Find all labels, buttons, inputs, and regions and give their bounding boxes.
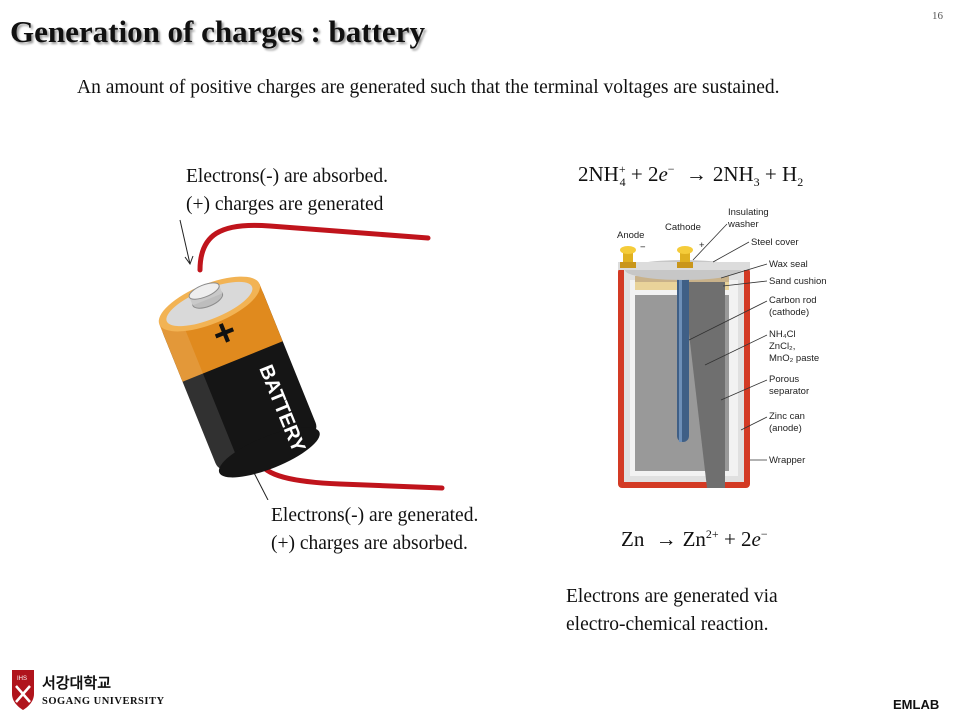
conclusion-line-1: Electrons are generated via [566, 586, 778, 607]
bottom-wire [257, 459, 445, 491]
label-anode-sign: − [640, 242, 646, 253]
anode-reaction-equation: Zn →Zn2+ + 2e− [621, 527, 768, 552]
carbon-rod [677, 272, 689, 442]
top-note-line-2: (+) charges are generated [186, 194, 384, 215]
sogang-university-logo: IHS 서강대학교 SOGANG UNIVERSITY [12, 670, 165, 710]
eq-sup: + [618, 162, 626, 176]
eq-sub: 4 [619, 175, 626, 190]
eq-term: 2NH [578, 162, 619, 186]
page-title: Generation of charges : battery [10, 14, 425, 49]
top-wire [197, 222, 431, 273]
eq-term: + H [764, 162, 798, 186]
bottom-note-line-2: (+) charges are absorbed. [271, 533, 468, 554]
eq-electron: e [751, 527, 761, 551]
label-porous: Porous [769, 374, 799, 385]
label-sand-cushion: Sand cushion [769, 276, 827, 287]
crest-text: IHS [17, 676, 27, 682]
label-insulating: Insulating [728, 207, 769, 218]
eq-term: 2NH [712, 162, 754, 186]
conclusion-line-2: electro-chemical reaction. [566, 614, 769, 635]
label-paste-2: ZnCl₂, [769, 341, 795, 352]
eq-sub: 3 [753, 175, 760, 190]
label-anode: Anode [617, 230, 644, 241]
top-note-line-1: Electrons(-) are absorbed. [186, 166, 388, 187]
lab-name: EMLAB [893, 697, 940, 712]
eq-term: + 2 [723, 527, 752, 551]
label-cathode-sign: + [699, 240, 705, 251]
dry-cell-diagram: Anode − Cathode + Insulating washer Stee… [617, 207, 827, 488]
label-zinc-can: Zinc can [769, 411, 805, 422]
university-name-english: SOGANG UNIVERSITY [42, 696, 165, 707]
eq-arrow: → [685, 162, 707, 186]
battery-illustration: + BATTERY [158, 219, 445, 500]
eq-sub: 2 [797, 175, 804, 190]
eq-term: Zn [682, 527, 706, 551]
eq-electron: e [658, 162, 668, 186]
top-pointer-arrow [179, 219, 191, 265]
label-carbon-rod: Carbon rod [769, 295, 817, 306]
eq-sup: − [667, 162, 675, 176]
label-steel-cover: Steel cover [751, 237, 799, 248]
conclusion-note: Electrons are generated via electro-chem… [566, 583, 778, 639]
bottom-note-line-1: Electrons(-) are generated. [271, 505, 479, 526]
eq-sup: − [760, 527, 768, 541]
label-zinc-anode: (anode) [769, 423, 802, 434]
cathode-reaction-equation: 2NH+4 + 2e− →2NH3 + H2 [578, 162, 803, 190]
label-cathode: Cathode [665, 222, 701, 233]
eq-sup: 2+ [705, 527, 719, 541]
university-name-korean: 서강대학교 [42, 674, 111, 692]
label-paste-1: NH₄Cl [769, 329, 796, 340]
callout-lines [688, 223, 768, 461]
label-wax-seal: Wax seal [769, 259, 808, 270]
label-separator: separator [769, 386, 809, 397]
label-wrapper: Wrapper [769, 455, 805, 466]
bottom-terminal-note: Electrons(-) are generated. (+) charges … [271, 502, 478, 558]
eq-arrow: → [655, 527, 677, 551]
slide-number: 16 [932, 10, 943, 22]
anode-terminal [620, 246, 636, 268]
eq-term: Zn [621, 527, 645, 551]
cathode-terminal [677, 246, 693, 268]
intro-text: An amount of positive charges are genera… [77, 77, 780, 98]
label-washer: washer [727, 219, 759, 230]
battery-body: + BATTERY [158, 276, 320, 478]
label-carbon-rod-cathode: (cathode) [769, 307, 809, 318]
eq-term: + 2 [630, 162, 659, 186]
label-paste-3: MnO₂ paste [769, 353, 819, 364]
top-terminal-note: Electrons(-) are absorbed. (+) charges a… [186, 163, 388, 219]
